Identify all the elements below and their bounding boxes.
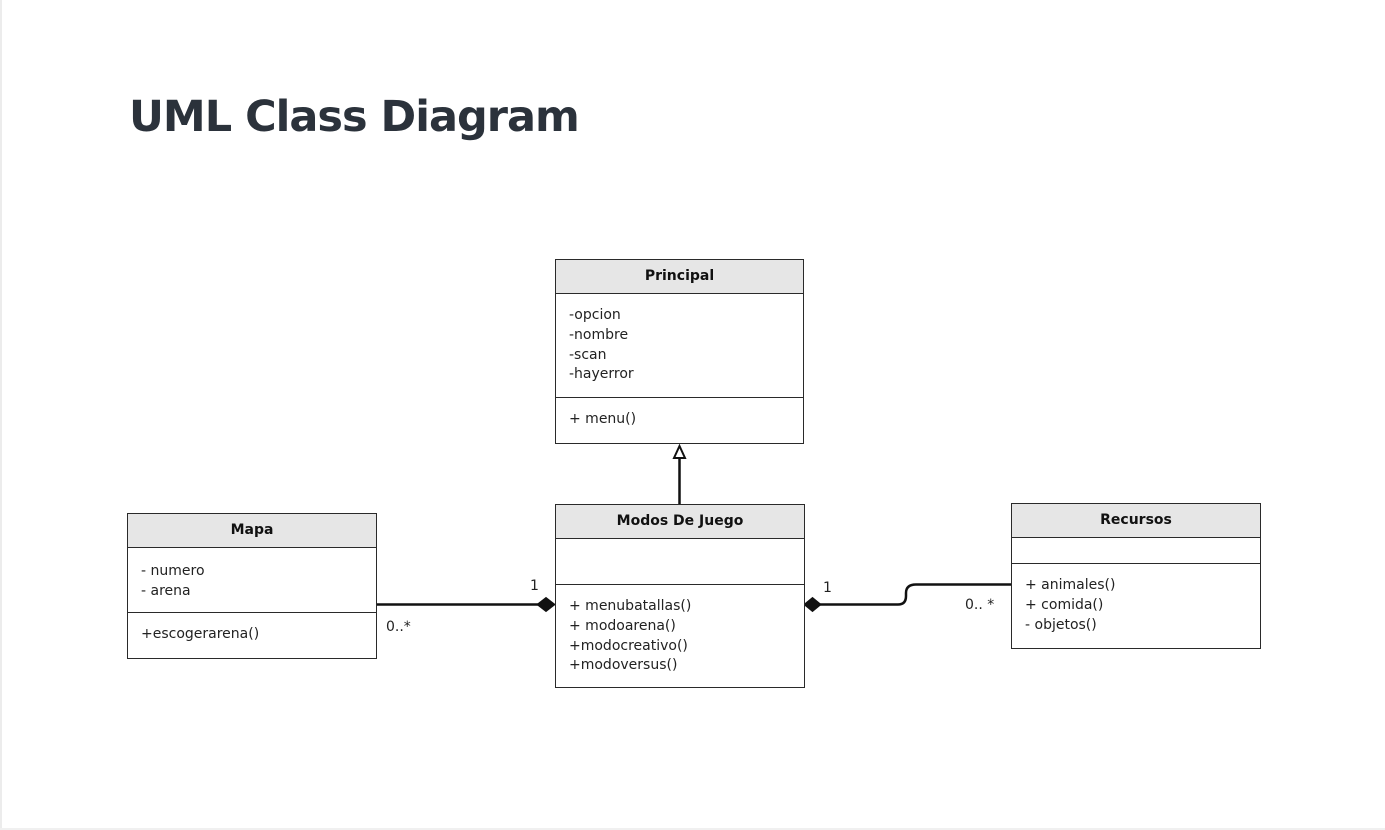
class-name: Modos De Juego <box>556 505 804 539</box>
multiplicity-label-mapa: 0..* <box>386 619 411 635</box>
attribute: -nombre <box>569 326 629 343</box>
attributes-compartment: - numero - arena <box>128 548 376 613</box>
methods-compartment: + menubatallas() + modoarena() +modocrea… <box>556 585 804 676</box>
class-recursos[interactable]: Recursos + animales() + comida() - objet… <box>1011 503 1261 649</box>
class-name: Mapa <box>128 514 376 548</box>
methods-compartment: + menu() <box>556 398 803 430</box>
page-bottom-border <box>0 828 1385 830</box>
method: + animales() <box>1025 577 1116 593</box>
method: + modoarena() <box>569 617 676 634</box>
method: +modoversus() <box>569 657 678 674</box>
multiplicity-label-modos-mapa: 1 <box>530 578 539 594</box>
attribute: - arena <box>141 582 191 599</box>
class-modos-de-juego[interactable]: Modos De Juego + menubatallas() + modoar… <box>555 504 805 688</box>
attributes-compartment: -opcion -nombre -scan -hayerror <box>556 294 803 398</box>
multiplicity-label-modos-recursos: 1 <box>823 580 832 596</box>
attribute: -opcion <box>569 307 621 323</box>
attribute: -scan <box>569 346 607 363</box>
recursos-composition-line <box>820 583 1011 606</box>
method: +escogerarena() <box>141 626 260 642</box>
class-name: Principal <box>556 260 803 294</box>
class-name: Recursos <box>1012 504 1260 538</box>
method: + comida() <box>1025 596 1104 613</box>
attributes-compartment <box>556 539 804 585</box>
class-mapa[interactable]: Mapa - numero - arena +escogerarena() <box>127 513 377 659</box>
page-title: UML Class Diagram <box>129 92 580 142</box>
attributes-compartment <box>1012 538 1260 564</box>
attribute: - numero <box>141 563 205 579</box>
generalization-arrowhead <box>672 443 687 459</box>
method: + menubatallas() <box>569 598 692 614</box>
method: + menu() <box>569 411 637 427</box>
methods-compartment: + animales() + comida() - objetos() <box>1012 564 1260 635</box>
recursos-composition-diamond <box>803 596 822 613</box>
attribute: -hayerror <box>569 366 634 383</box>
mapa-composition-diamond <box>536 596 556 613</box>
class-principal[interactable]: Principal -opcion -nombre -scan -hayerro… <box>555 259 804 444</box>
method: - objetos() <box>1025 616 1097 633</box>
page-left-border <box>0 0 2 830</box>
method: +modocreativo() <box>569 637 688 654</box>
multiplicity-label-recursos: 0.. * <box>965 597 995 613</box>
methods-compartment: +escogerarena() <box>128 613 376 645</box>
